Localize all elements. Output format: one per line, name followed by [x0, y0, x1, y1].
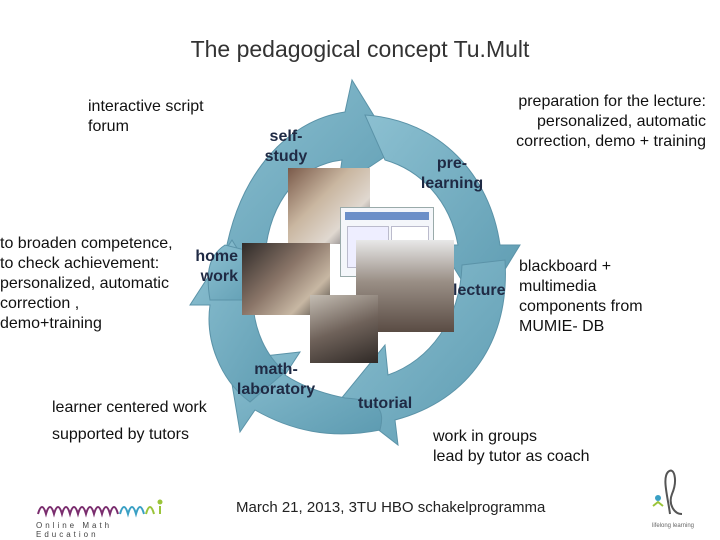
- node-pre-learning: pre- learning: [420, 155, 484, 192]
- note-math-lab-1: learner centered work: [52, 399, 207, 416]
- node-homework: home work: [195, 248, 238, 285]
- node-self-study: self- study: [264, 128, 308, 165]
- node-lecture: lecture: [453, 282, 506, 299]
- note-pre-learning: preparation for the lecture: personalize…: [516, 93, 706, 150]
- note-math-lab-2: supported by tutors: [52, 426, 189, 443]
- logo-left-text: Online Math Education: [36, 521, 113, 539]
- arrow-pre-learning: [364, 114, 521, 311]
- note-lecture: blackboard + multimedia components from …: [519, 258, 643, 335]
- logo-right: lifelong learning: [644, 468, 702, 538]
- node-math-laboratory: math- laboratory: [236, 361, 316, 398]
- arrow-self-study: [224, 78, 396, 256]
- logo-right-text: lifelong learning: [651, 523, 695, 529]
- note-self-study: interactive script forum: [88, 98, 204, 135]
- page-title: The pedagogical concept Tu.Mult: [190, 36, 530, 62]
- logo-left: Online Math Education: [36, 496, 176, 539]
- footer-text: March 21, 2013, 3TU HBO schakelprogramma: [236, 499, 546, 516]
- photo-math-lab: [310, 295, 378, 363]
- note-tutorial: work in groups lead by tutor as coach: [433, 428, 590, 465]
- note-homework: to broaden competence, to check achievem…: [0, 235, 173, 332]
- node-tutorial: tutorial: [358, 395, 413, 412]
